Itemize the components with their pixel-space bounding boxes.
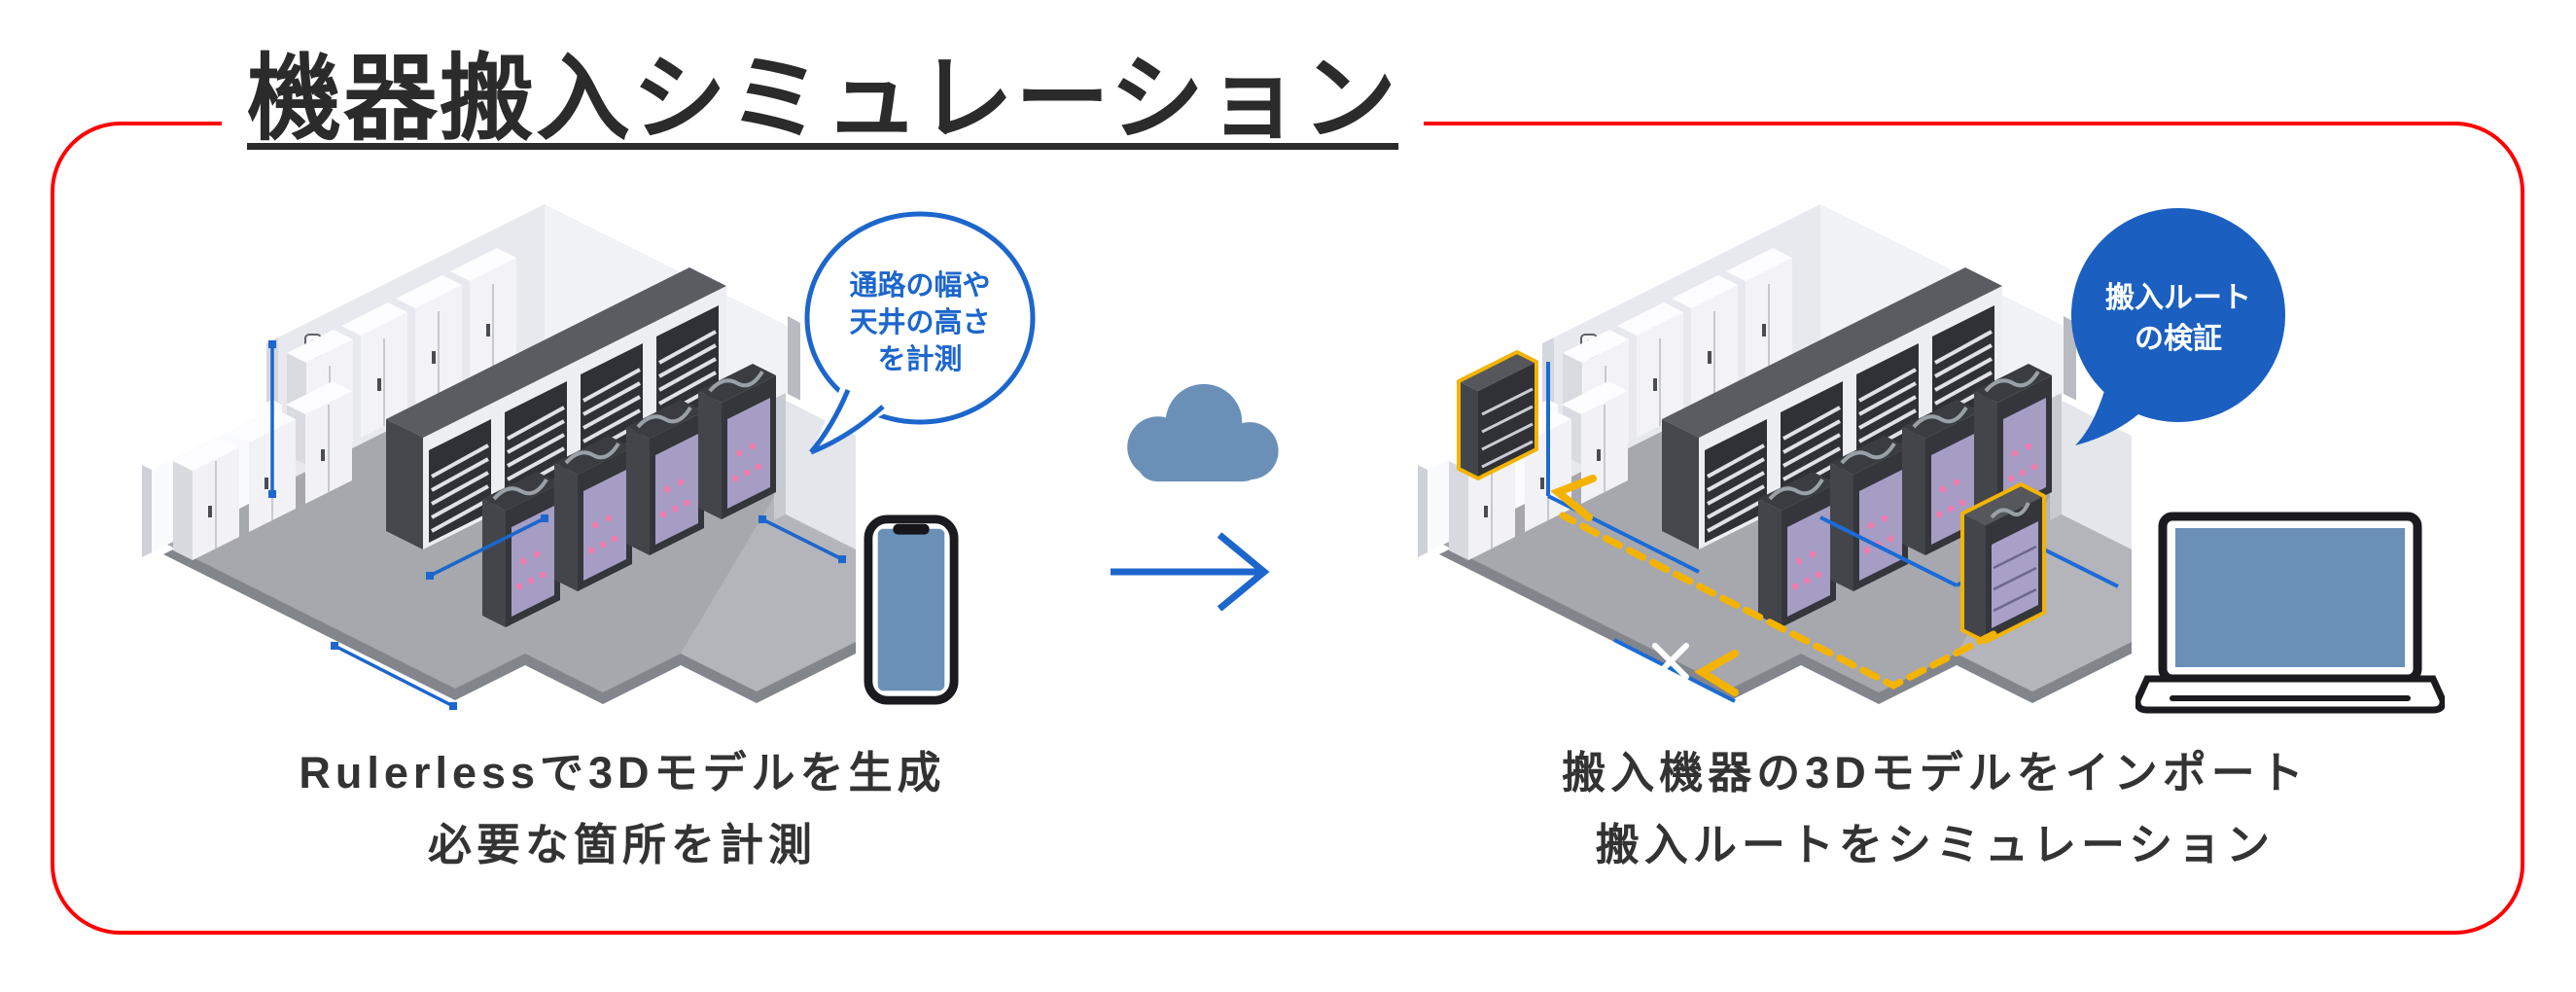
- right-room-illustration: [1416, 193, 2134, 730]
- floor-guide-lines: [1546, 362, 2119, 703]
- bubble-line: の検証: [2135, 323, 2222, 355]
- bubble-line: 通路の幅や: [849, 269, 990, 301]
- measurement-lines: [268, 340, 846, 710]
- bubble-line: 天井の高さ: [849, 306, 990, 338]
- right-caption: 搬入機器の3Dモデルをインポート 搬入ルートをシミュレーション: [1459, 737, 2412, 881]
- left-speech-bubble: 通路の幅や 天井の高さ を計測: [804, 211, 1036, 455]
- laptop-icon: [2135, 512, 2445, 714]
- left-room-illustration: [140, 193, 858, 710]
- right-caption-line2: 搬入ルートをシミュレーション: [1595, 820, 2276, 869]
- left-caption-line2: 必要な箇所を計測: [427, 820, 817, 869]
- bubble-line: 搬入ルート: [2105, 281, 2251, 314]
- page-title: 機器搬入シミュレーション: [222, 21, 1425, 159]
- left-caption: Rulerlessで3Dモデルを生成 必要な箇所を計測: [117, 737, 1128, 881]
- bubble-line: を計測: [877, 342, 962, 375]
- right-arrow-icon: [1111, 532, 1270, 611]
- highlighted-corner-rack: [1457, 350, 1538, 480]
- right-speech-bubble: 搬入ルート の検証: [2071, 208, 2285, 445]
- cloud-icon: [1127, 383, 1279, 482]
- route-arrows: [1550, 475, 1997, 696]
- left-caption-line1: Rulerlessで3Dモデルを生成: [299, 748, 946, 797]
- smartphone-icon: [864, 514, 959, 705]
- right-caption-line1: 搬入機器の3Dモデルをインポート: [1562, 748, 2309, 797]
- highlighted-carry-in-rack: [1960, 482, 2046, 644]
- blocked-path: [1506, 643, 1689, 730]
